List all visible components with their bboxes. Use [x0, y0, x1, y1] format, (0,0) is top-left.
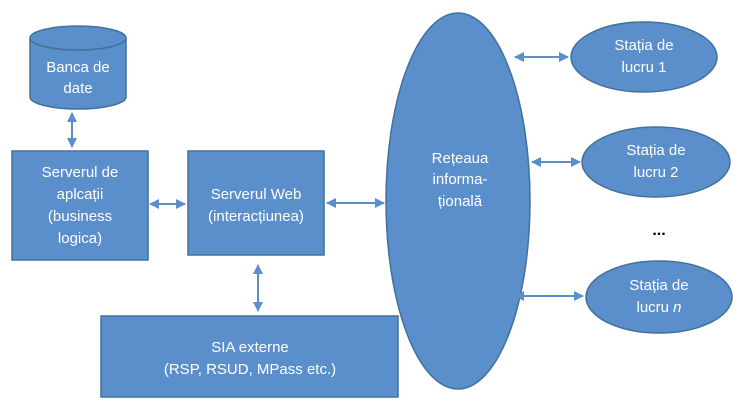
station-1-label-line-2: lucru 1	[621, 59, 666, 76]
external-label-line-2: (RSP, RSUD, MPass etc.)	[164, 361, 336, 378]
network-label-line-1: Rețeaua	[432, 150, 489, 167]
more-stations-ellipsis: ...	[652, 222, 665, 239]
network-label-line-2: informa-	[432, 171, 487, 188]
station-1-label-line-1: Stația de	[614, 37, 673, 54]
app-server-node: Serverul de aplcații (business logica)	[11, 150, 149, 261]
web-server-label-line-1: Serverul Web	[211, 186, 302, 203]
database-label-line-2: date	[63, 80, 92, 97]
network-node: Rețeaua informa- țională	[385, 12, 531, 390]
external-label-line-1: SIA externe	[211, 339, 289, 356]
app-server-label-line-2: aplcații	[57, 186, 104, 203]
app-server-label-line-3: (business	[48, 208, 112, 225]
web-server-label-line-2: (interacțiunea)	[208, 208, 304, 225]
app-server-label-line-1: Serverul de	[42, 164, 119, 181]
app-server-label-line-4: logica)	[58, 230, 102, 247]
external-systems-node: SIA externe (RSP, RSUD, MPass etc.)	[100, 315, 399, 398]
database-node: Banca de date	[29, 25, 127, 110]
station-2-label-line-2: lucru 2	[633, 164, 678, 181]
station-n-label-line-2: lucru n	[636, 299, 681, 316]
database-label-line-1: Banca de	[46, 59, 109, 76]
station-n-label-italic: n	[673, 299, 681, 316]
station-1-node: Stația de lucru 1	[570, 21, 718, 93]
station-n-label-line-1: Stația de	[629, 277, 688, 294]
station-2-label-line-1: Stația de	[626, 142, 685, 159]
station-2-node: Stația de lucru 2	[581, 126, 731, 198]
station-n-node: Stația de lucru n	[585, 260, 733, 334]
station-n-label-prefix: lucru	[636, 299, 673, 316]
network-label-line-3: țională	[438, 193, 483, 210]
web-server-node: Serverul Web (interacțiunea)	[187, 150, 325, 256]
